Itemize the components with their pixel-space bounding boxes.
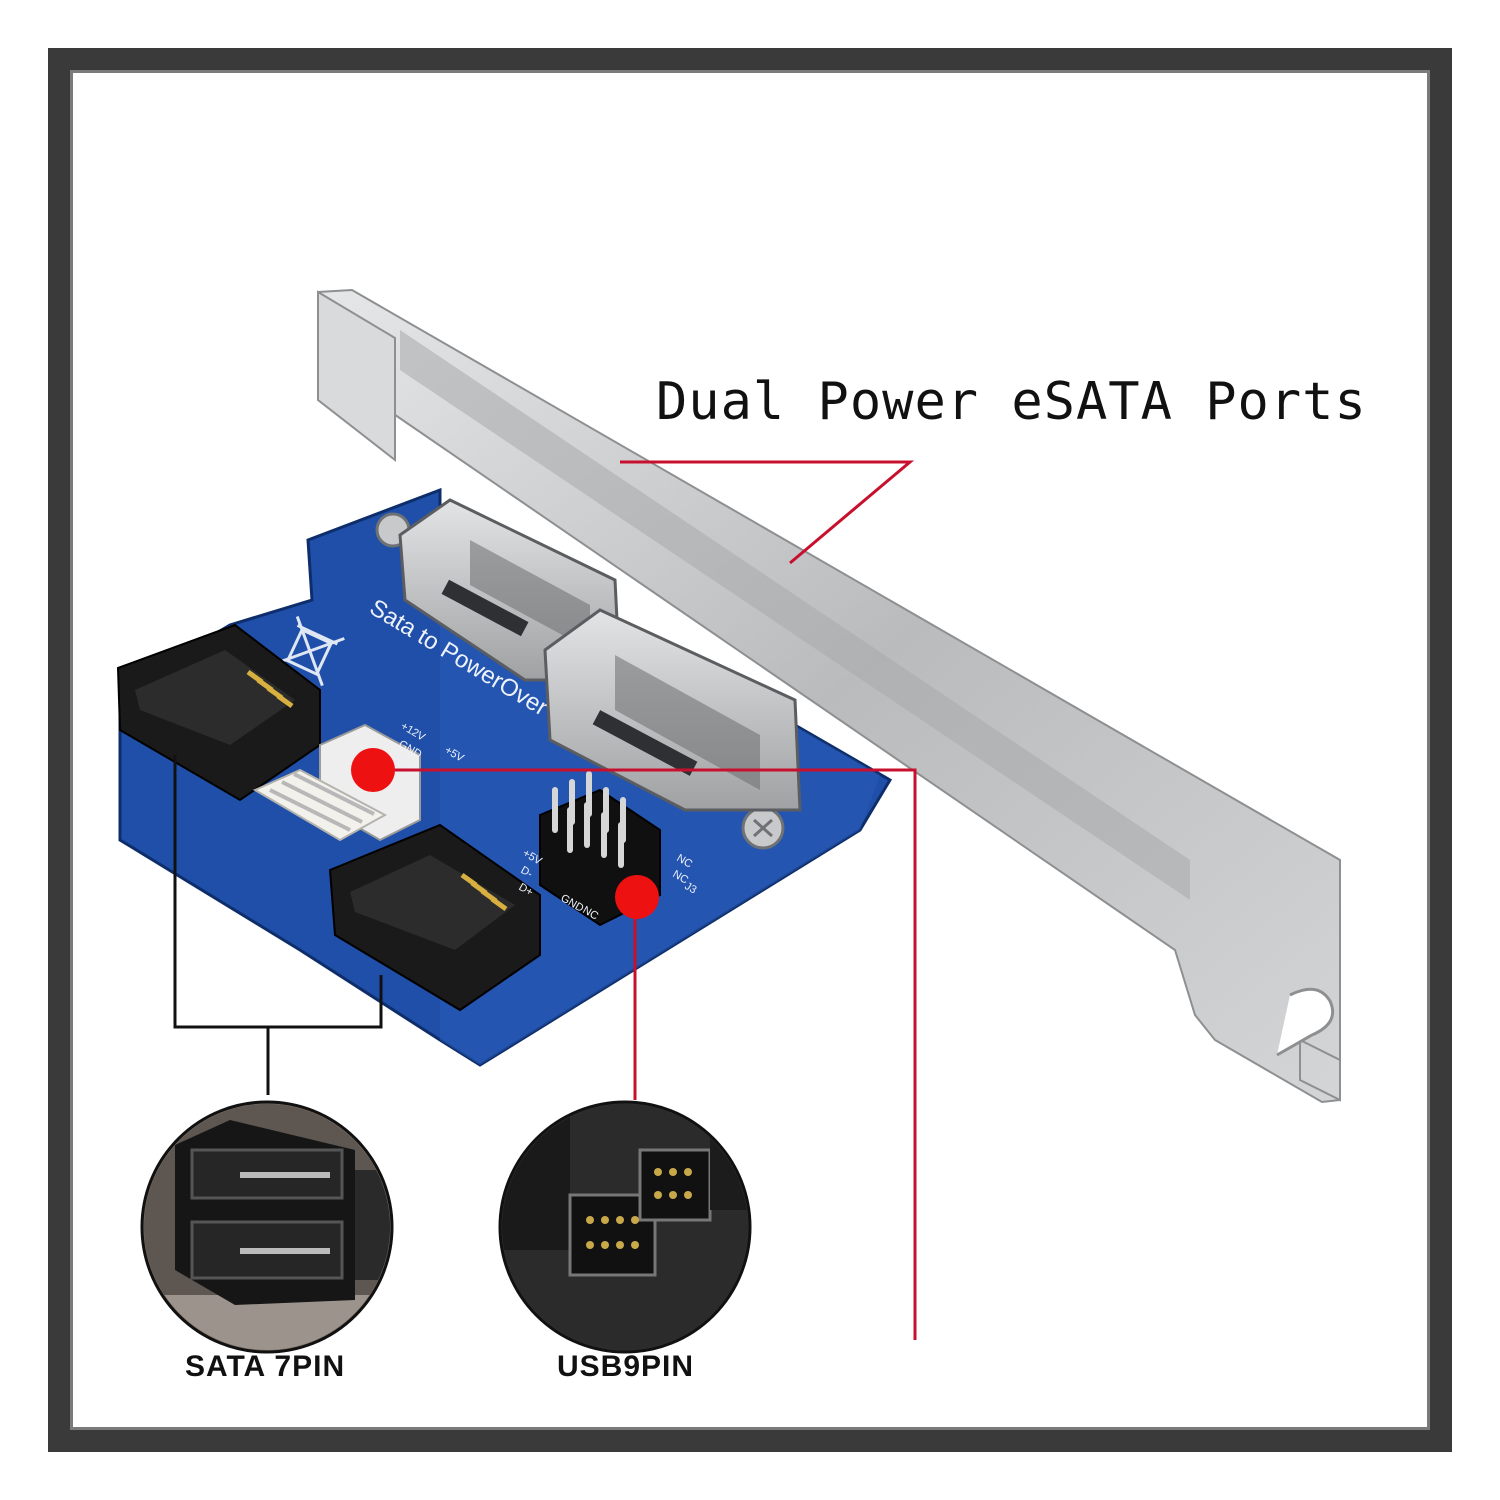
usb-caption: USB9PIN (557, 1350, 695, 1383)
sata-caption: SATA 7PIN (185, 1350, 346, 1383)
usb-pin-label-8: J3 (683, 880, 699, 896)
esata-port-bottom (543, 608, 802, 812)
esata-leader-line (620, 460, 915, 565)
pcie-bracket (317, 288, 1341, 1104)
sata-inset-photo (140, 1100, 394, 1354)
crossed-bin-icon (274, 615, 345, 687)
photo-frame-inner (70, 70, 1430, 1430)
red-dot-icon (351, 748, 395, 792)
power-leader-line (373, 768, 917, 1340)
sata-bracket-line (173, 755, 383, 1095)
sata-header-upper (116, 623, 321, 802)
sata-header-lower (328, 823, 541, 1012)
red-dot-icon (615, 875, 659, 919)
headline: Dual Power eSATA Ports (656, 372, 1367, 432)
usb-pin-label-2: D- (519, 864, 535, 880)
usb-inset-photo (498, 1100, 752, 1354)
